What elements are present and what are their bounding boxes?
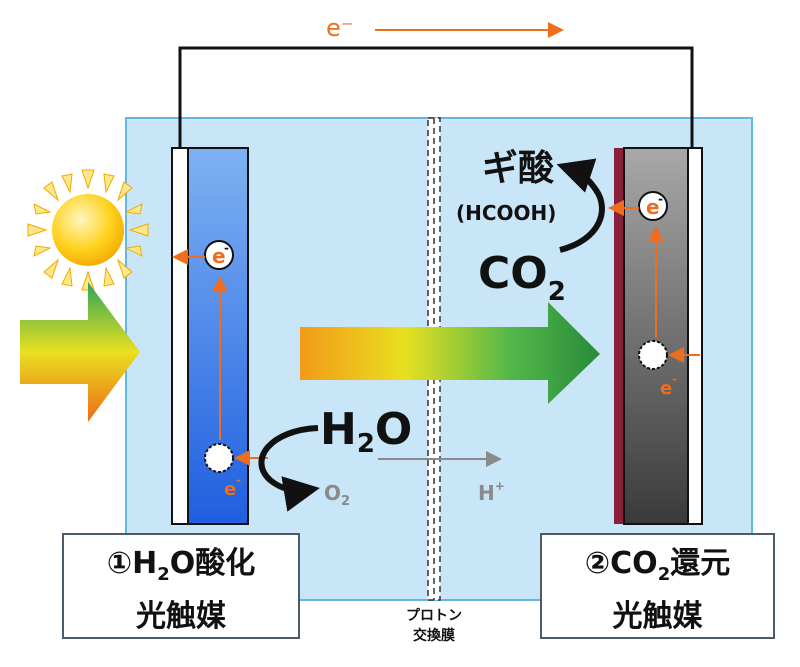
svg-text:-: - xyxy=(672,372,677,386)
left-hole xyxy=(204,443,234,473)
right-photocatalyst-edge xyxy=(614,148,624,524)
formic-acid-label: ギ酸 xyxy=(482,148,554,189)
membrane-caption-line2: 交換膜 xyxy=(413,627,455,644)
co2-curved-arrow xyxy=(556,158,605,253)
right-electrode-plate xyxy=(687,147,703,525)
right-electron-top xyxy=(638,191,668,221)
left-electron-top xyxy=(204,240,234,270)
co2-label: CO2 xyxy=(478,248,566,307)
external-wire xyxy=(178,46,694,150)
svg-text:e: e xyxy=(646,195,660,219)
h2o-curved-arrow xyxy=(258,425,320,512)
membrane-caption-line1: プロトン xyxy=(406,608,462,624)
svg-text:e: e xyxy=(212,244,226,268)
right-electron-hole-label: e xyxy=(660,378,672,399)
svg-text:-: - xyxy=(658,192,663,206)
right-photocatalyst-label: ②CO2還元 光触媒 xyxy=(540,533,775,639)
o2-label: O2 xyxy=(324,481,350,509)
right-hole xyxy=(638,340,668,370)
rainbow-arrow-icon xyxy=(20,282,140,422)
proton-label: H+ xyxy=(478,479,505,505)
left-photocatalyst-label: ①H2O酸化 光触媒 xyxy=(62,533,300,639)
transmitted-light-arrow-icon xyxy=(300,302,600,404)
left-electron-bottom: e xyxy=(224,479,236,500)
svg-text:-: - xyxy=(224,241,229,255)
formic-acid-formula: (HCOOH) xyxy=(456,201,556,225)
h2o-label: H2O xyxy=(320,404,412,459)
svg-text:-: - xyxy=(236,473,241,487)
sun-icon xyxy=(27,169,149,291)
left-electrode-plate xyxy=(171,147,189,525)
wire-electron-label: e⁻ xyxy=(326,14,353,42)
